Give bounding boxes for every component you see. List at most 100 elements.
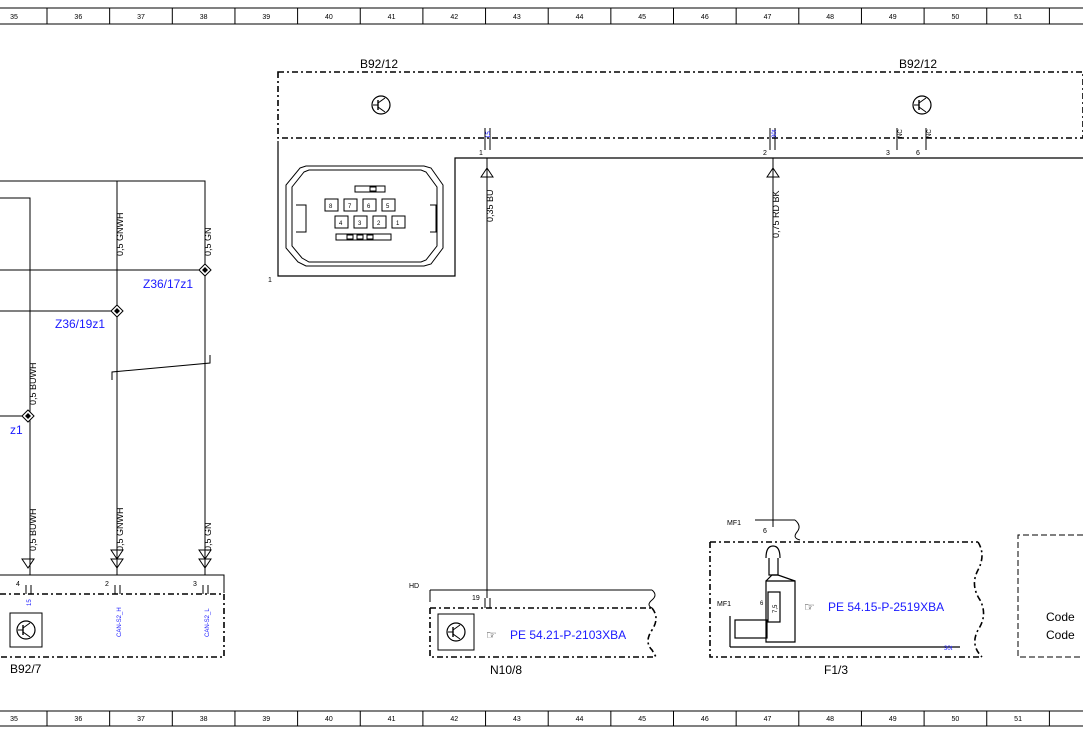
code-line-2: Code [1046,628,1075,642]
n10-8-module-icon [437,613,475,651]
ruler-number: 36 [74,716,82,723]
wire-label-gn-top: 0,5 GN [203,227,213,256]
connector-pin-label: 4 [339,221,343,227]
wire-rdbk [766,158,780,527]
hd-label: HD [409,583,419,590]
ruler-number: 41 [388,716,396,723]
ruler-number: 49 [889,716,897,723]
wire-label-rdbk: 0,75 RD BK [771,190,781,238]
ruler-number: 35 [10,716,18,723]
splice-icon [198,263,212,277]
f1-3-label: F1/3 [824,663,848,677]
b92-12-pin1: 1 [479,150,483,157]
reference-hand-icon: ☞ [486,628,497,642]
n10-8-label: N10/8 [490,663,522,677]
ruler-number: 45 [638,14,646,21]
ruler-number: 51 [1014,14,1022,21]
b92-7-enclosure [0,593,225,658]
wire-label-bu: 0,35 BU [485,189,495,222]
b92-12-pin1-signal: 15 [486,131,492,138]
n10-8-enclosure [429,607,657,658]
f1-3-enclosure [709,541,985,658]
b92-7-pin3-signal: CAN-S2_L [205,608,211,637]
connector-housing [277,141,1083,277]
ruler-number: 46 [701,716,709,723]
f1-3-fuse-value: 7,5 [773,604,779,613]
n10-8-housing [429,589,652,602]
ruler-number: 41 [388,14,396,21]
wire-label-gn-bottom: 0,5 GN [203,522,213,551]
b92-12-right-label: B92/12 [899,57,937,71]
ruler-number: 45 [638,716,646,723]
ruler-number: 40 [325,14,333,21]
reference-link-f1-3[interactable]: PE 54.15-P-2519XBA [828,600,944,614]
code-box [1017,534,1083,658]
ruler-number: 49 [889,14,897,21]
b92-12-pin6: 6 [916,150,920,157]
connector-pin-label: 6 [367,204,371,210]
ruler-number: 42 [450,716,458,723]
fuse-holder-icon [729,545,960,648]
ruler-number: 50 [952,14,960,21]
b92-7-pin2: 2 [105,581,109,588]
f1-3-pin6: 6 [763,528,767,535]
ruler-number: 48 [826,14,834,21]
splice-icon [21,409,35,423]
ruler-number: 44 [576,14,584,21]
ruler-number: 39 [262,14,270,21]
f1-3-break-icon [794,519,801,541]
f1-3-30t: 30t [944,646,953,652]
transistor-icon [371,95,391,115]
reference-link-n10-8[interactable]: PE 54.21-P-2103XBA [510,628,626,642]
wire-label-buwh-mid: 0,5 BUWH [28,362,38,405]
b92-7-pin2-signal: CAN-S2_H [117,607,123,637]
reference-hand-icon: ☞ [804,600,815,614]
ruler-number: 38 [200,716,208,723]
code-line-1: Code [1046,610,1075,624]
b92-7-housing [0,574,225,593]
ruler-number: 37 [137,716,145,723]
wire-label-gnwh-bottom: 0,5 GNWH [115,507,125,551]
ruler-number: 47 [764,716,772,723]
n10-8-pin19: 19 [472,595,480,602]
ruler-number: 38 [200,14,208,21]
ruler-number: 37 [137,14,145,21]
b92-12-pin3-signal: NC [898,129,904,138]
ruler-number: 43 [513,14,521,21]
ruler-number: 42 [450,14,458,21]
b92-7-label: B92/7 [10,662,42,676]
ruler-number: 47 [764,14,772,21]
b92-7-pin-stubs [25,585,209,594]
b92-7-pin3: 3 [193,581,197,588]
mf1-top-label: MF1 [727,520,741,527]
wire-label-buwh-bottom: 0,5 BUWH [28,508,38,551]
splice-z36-17z1[interactable]: Z36/17z1 [143,277,193,291]
ruler-number: 40 [325,716,333,723]
f1-3-fuse-pin: 6 [760,601,764,607]
b92-12-pin6-signal: NC [927,129,933,138]
wire-harness-left [0,180,211,575]
b92-12-pin3: 3 [886,150,890,157]
b92-12-pin-stubs [484,128,927,150]
connector-pins: 8 7 6 5 4 3 2 1 [324,198,406,229]
b92-7-pin4: 4 [16,581,20,588]
connector-pin-label: 8 [329,204,333,210]
ruler-number: 39 [262,716,270,723]
connector-pin-label: 5 [386,204,390,210]
transistor-icon [912,95,932,115]
splice-z1-partial[interactable]: z1 [10,423,23,437]
splice-z36-19z1[interactable]: Z36/19z1 [55,317,105,331]
ruler-number: 43 [513,716,521,723]
ruler-number: 36 [74,14,82,21]
b92-12-pin2-signal: 30t [772,129,778,138]
b92-12-pin2: 2 [763,150,767,157]
b92-7-module-icon [9,612,43,648]
ruler-number: 50 [952,716,960,723]
b92-12-left-label: B92/12 [360,57,398,71]
b92-7-pin4-signal: 15 [27,599,33,606]
connector-face-icon [285,165,444,267]
connector-pin-label: 7 [348,204,352,210]
ruler-number: 44 [576,716,584,723]
